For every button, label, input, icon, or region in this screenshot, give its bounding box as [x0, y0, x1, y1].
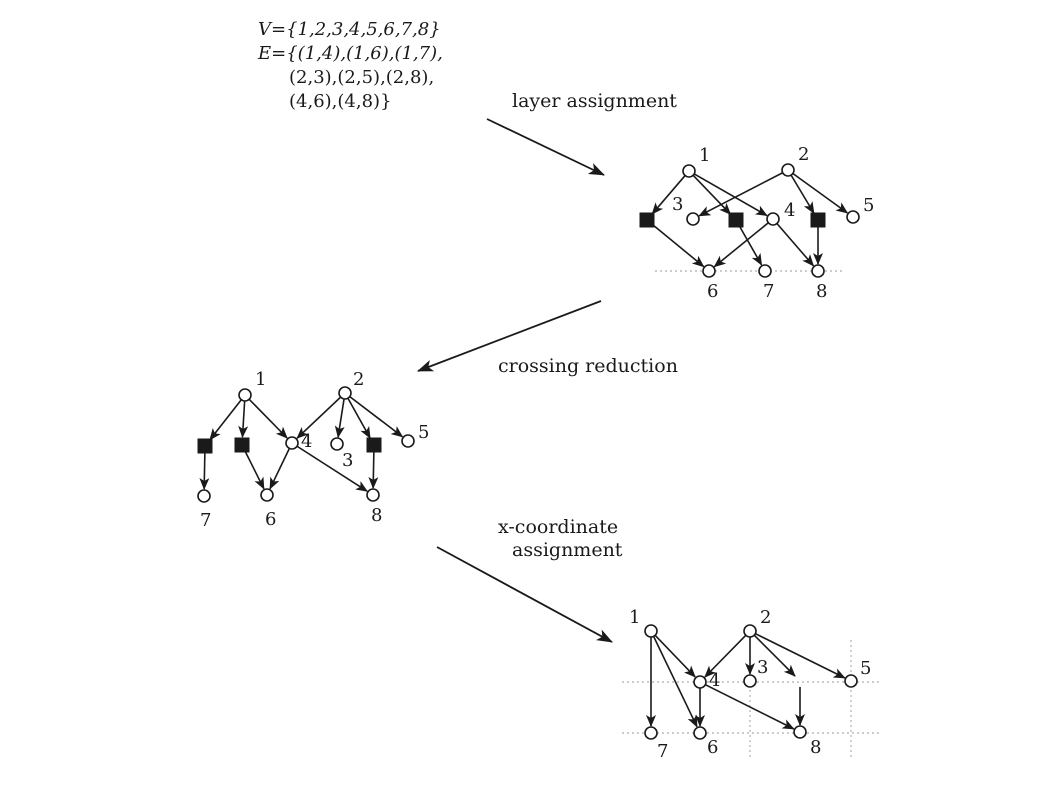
flow-arrow-to-final	[436, 546, 613, 643]
edge-reduced-5	[296, 396, 342, 439]
node-label-layered-2: 2	[798, 144, 809, 165]
node-reduced-7	[197, 489, 211, 503]
node-label-layered-8: 8	[816, 281, 827, 302]
node-final-5	[844, 674, 858, 688]
edge-reduced-4	[248, 398, 288, 439]
node-label-layered-1: 1	[699, 145, 710, 166]
edge-final-9	[705, 683, 795, 730]
node-reduced-5	[401, 434, 415, 448]
edge-final-0	[654, 634, 696, 678]
edge-layered-9	[713, 222, 769, 268]
node-final-8	[793, 725, 807, 739]
node-layered-6	[702, 264, 716, 278]
node-label-layered-4: 4	[784, 200, 795, 221]
node-layered-3	[686, 212, 700, 226]
node-reduced-4	[285, 436, 299, 450]
node-label-final-2: 2	[760, 607, 771, 628]
edge-reduced-7	[347, 397, 371, 439]
node-label-reduced-5: 5	[418, 422, 429, 443]
edge-reduced-1	[199, 452, 210, 491]
edge-reduced-2	[238, 400, 249, 439]
edge-set-line-1: E={(1,4),(1,6),(1,7),	[257, 43, 443, 64]
node-label-final-1: 1	[629, 607, 640, 628]
node-label-layered-7: 7	[763, 281, 774, 302]
edge-layered-6	[792, 172, 849, 214]
node-final-3	[743, 674, 757, 688]
step-label-x-coordinate: x-coordinate	[498, 516, 618, 538]
node-layered-8	[811, 264, 825, 278]
node-reduced-2	[338, 386, 352, 400]
node-label-reduced-3: 3	[342, 450, 353, 471]
node-label-layered-6: 6	[707, 281, 718, 302]
node-layered-1	[682, 164, 696, 178]
graph-after-layer-assignment: 1 2 3 4 5 6 7 8	[639, 144, 874, 302]
edge-final-6	[753, 634, 796, 677]
dummy-node-layered-1	[728, 212, 744, 228]
node-final-1	[644, 624, 658, 638]
node-label-layered-3: 3	[672, 194, 683, 215]
node-reduced-6	[260, 488, 274, 502]
dummy-node-reduced-0	[197, 438, 213, 454]
edge-layered-4	[693, 173, 768, 217]
dummy-node-reduced-1	[234, 437, 250, 453]
flow-arrow-to-reduced	[417, 300, 602, 372]
node-final-7	[644, 726, 658, 740]
node-label-final-7: 7	[657, 741, 668, 762]
node-label-final-4: 4	[709, 670, 720, 691]
step-label-assignment: assignment	[512, 539, 623, 561]
node-label-reduced-6: 6	[265, 509, 276, 530]
graph-after-crossing-reduction: 1 2 4 3 5 7 6 8	[197, 369, 429, 531]
edge-set-line-3: (4,6),(4,8)}	[289, 91, 392, 112]
node-final-2	[743, 624, 757, 638]
node-label-reduced-2: 2	[353, 369, 364, 390]
edge-layered-10	[776, 223, 815, 267]
edge-layered-3	[738, 225, 763, 266]
node-layered-4	[766, 212, 780, 226]
vertex-set-line: V={1,2,3,4,5,6,7,8}	[258, 19, 441, 40]
edge-reduced-11	[296, 445, 368, 492]
node-layered-5	[846, 210, 860, 224]
dummy-node-layered-0	[639, 212, 655, 228]
node-final-4	[693, 675, 707, 689]
graph-definition: V={1,2,3,4,5,6,7,8} E={(1,4),(1,6),(1,7)…	[257, 19, 443, 112]
node-label-reduced-7: 7	[200, 510, 211, 531]
edge-reduced-8	[349, 395, 404, 438]
flow-arrow-to-layered	[486, 118, 605, 176]
edge-reduced-0	[209, 399, 242, 441]
edge-final-1	[652, 636, 698, 728]
node-final-6	[693, 726, 707, 740]
node-reduced-8	[366, 488, 380, 502]
dummy-node-layered-2	[810, 212, 826, 228]
node-label-reduced-8: 8	[371, 505, 382, 526]
step-label-layer-assignment: layer assignment	[512, 90, 677, 112]
edge-final-3	[704, 634, 747, 678]
node-layered-2	[781, 163, 795, 177]
node-label-reduced-4: 4	[301, 431, 312, 452]
node-label-final-6: 6	[707, 737, 718, 758]
node-reduced-3	[330, 437, 344, 451]
edge-final-5	[755, 632, 846, 679]
node-reduced-1	[238, 388, 252, 402]
node-label-final-5: 5	[860, 658, 871, 679]
edge-reduced-6	[334, 398, 345, 439]
node-label-reduced-1: 1	[255, 369, 266, 390]
edge-reduced-10	[269, 448, 291, 490]
node-label-layered-5: 5	[863, 195, 874, 216]
edge-reduced-3	[244, 450, 265, 490]
edge-layered-7	[790, 174, 815, 214]
edge-layered-1	[651, 223, 705, 268]
node-layered-7	[758, 264, 772, 278]
node-label-final-8: 8	[810, 737, 821, 758]
edge-layered-0	[651, 175, 686, 215]
edge-set-line-2: (2,3),(2,5),(2,8),	[289, 67, 434, 88]
edge-layered-2	[692, 174, 732, 215]
step-label-crossing-reduction: crossing reduction	[498, 355, 678, 377]
edge-reduced-9	[368, 451, 379, 490]
graph-after-x-coordinate-assignment: 1 2 4 3 5 7 6 8	[629, 607, 871, 762]
edge-layered-5	[698, 172, 784, 217]
dummy-node-reduced-2	[366, 437, 382, 453]
node-label-final-3: 3	[757, 657, 768, 678]
